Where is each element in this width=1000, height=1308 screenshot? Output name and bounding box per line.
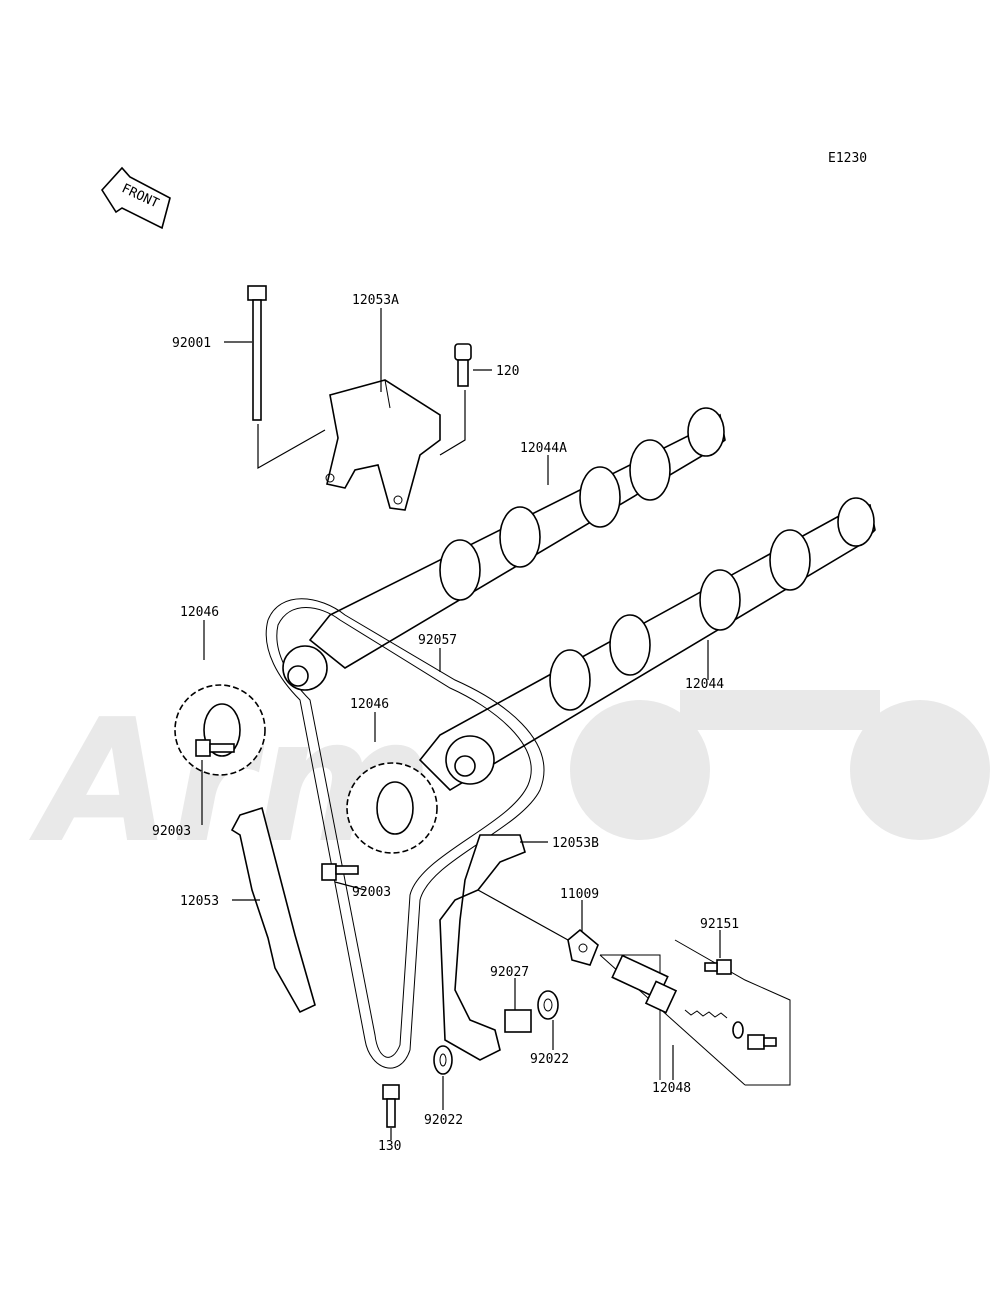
bolt-long-92001 xyxy=(247,285,267,421)
label-12044A: 12044A xyxy=(520,441,567,456)
watermark-wheel-left xyxy=(570,700,710,840)
label-12053B: 12053B xyxy=(552,836,599,851)
cam-chain-guide-upper-12053A xyxy=(325,379,441,511)
socket-bolt-120 xyxy=(454,343,472,387)
watermark-frame xyxy=(680,690,880,730)
chain-tensioner-guide-12053B xyxy=(439,834,526,1061)
camshaft-12044A xyxy=(308,407,726,669)
label-12048: 12048 xyxy=(652,1081,691,1096)
label-92003-right: 92003 xyxy=(352,885,391,900)
tensioner-bolt-92151 xyxy=(704,959,732,975)
label-12046-right: 12046 xyxy=(350,697,389,712)
label-92057: 92057 xyxy=(418,633,457,648)
label-120: 120 xyxy=(496,364,519,379)
washer-upper-92022 xyxy=(537,990,559,1020)
chain-guide-front-12053 xyxy=(230,806,316,1014)
label-92022-lower: 92022 xyxy=(424,1113,463,1128)
front-arrow-icon: FRONT xyxy=(100,166,171,230)
sprocket-left-12046 xyxy=(174,645,328,776)
cam-chain-92057 xyxy=(265,598,545,1069)
gasket-11009 xyxy=(567,928,599,966)
label-130: 130 xyxy=(378,1139,401,1154)
chain-tensioner-12048 xyxy=(599,939,791,1086)
washer-lower-92022 xyxy=(433,1045,453,1075)
camshaft-12044 xyxy=(418,497,876,792)
label-12053A: 12053A xyxy=(352,293,399,308)
sprocket-bolt-left-92003 xyxy=(195,739,235,757)
label-12044: 12044 xyxy=(685,677,724,692)
watermark-wheel-right xyxy=(850,700,990,840)
collar-92027 xyxy=(504,1009,532,1033)
label-92001: 92001 xyxy=(172,336,211,351)
label-92027: 92027 xyxy=(490,965,529,980)
diagram-code: E1230 xyxy=(828,151,867,166)
label-92022-upper: 92022 xyxy=(530,1052,569,1067)
label-12053: 12053 xyxy=(180,894,219,909)
sprocket-right-12046 xyxy=(346,735,495,854)
label-11009: 11009 xyxy=(560,887,599,902)
sprocket-bolt-right-92003 xyxy=(321,863,359,881)
label-92003-left: 92003 xyxy=(152,824,191,839)
flange-bolt-130 xyxy=(382,1084,400,1128)
label-92151: 92151 xyxy=(700,917,739,932)
label-12046-left: 12046 xyxy=(180,605,219,620)
